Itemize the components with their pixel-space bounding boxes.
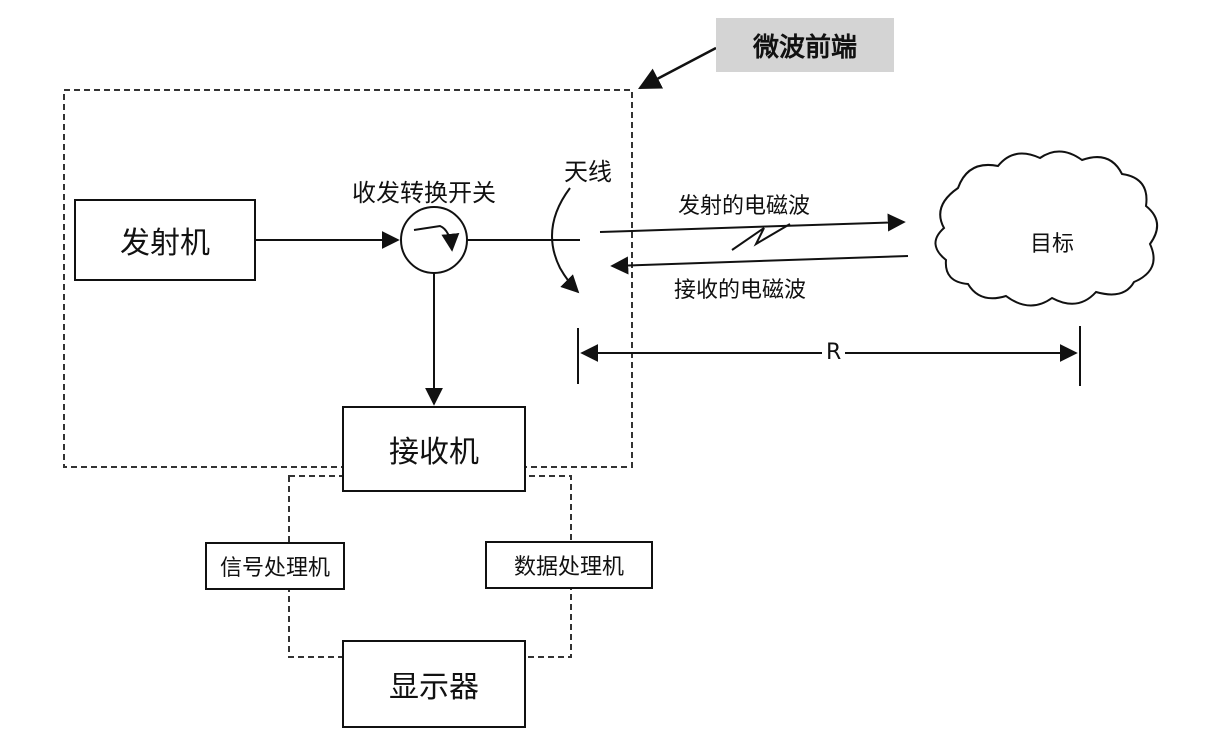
microwave-frontend-label: 微波前端 (716, 18, 894, 72)
tx-wave-arrow (599, 213, 906, 233)
range-label: R (822, 340, 846, 365)
display-block: 显示器 (342, 640, 526, 728)
wave-zigzag (731, 223, 791, 251)
transmitter-label: 发射机 (120, 226, 210, 261)
rx-wave-label: 接收的电磁波 (674, 278, 807, 303)
rx-wave-arrow (610, 255, 909, 275)
transmitter-block: 发射机 (74, 199, 256, 281)
data-processor-label: 数据处理机 (513, 555, 624, 580)
target-label: 目标 (1030, 232, 1075, 257)
duplexer-circulator-icon (413, 224, 460, 252)
antenna-label: 天线 (564, 158, 612, 186)
receiver-block: 接收机 (342, 406, 526, 492)
receiver-label: 接收机 (389, 435, 479, 470)
signal-processor-label: 信号处理机 (219, 556, 330, 581)
tx-wave-label: 发射的电磁波 (678, 194, 811, 219)
signal-processor-block: 信号处理机 (205, 542, 345, 590)
antenna-reflector (551, 187, 580, 294)
data-processor-block: 数据处理机 (485, 541, 653, 589)
duplexer-label: 收发转换开关 (352, 179, 496, 207)
callout-arrow (638, 46, 717, 90)
duplexer-circle (400, 206, 468, 274)
microwave-frontend-boundary (63, 89, 633, 468)
display-label: 显示器 (389, 670, 479, 705)
target-cloud (934, 150, 1158, 307)
